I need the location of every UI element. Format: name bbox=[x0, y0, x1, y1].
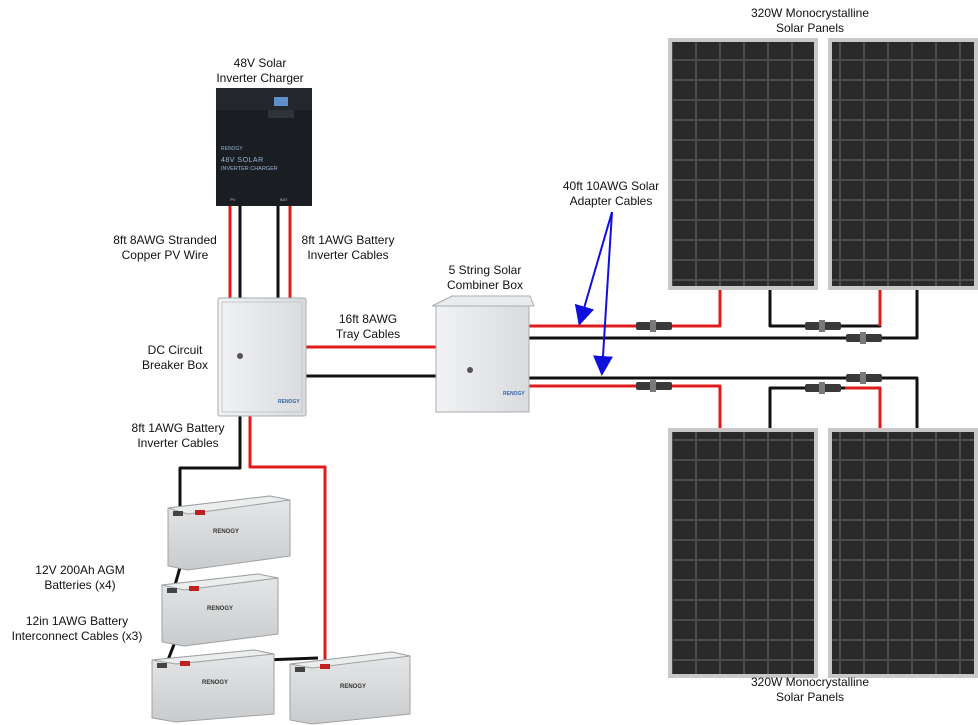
battery-cable-positive bbox=[248, 415, 327, 665]
battery-brand: RENOGY bbox=[340, 684, 366, 690]
inverter-subtitle: INVERTER CHARGER bbox=[221, 166, 278, 172]
solar-panel bbox=[668, 38, 818, 290]
battery-brand: RENOGY bbox=[213, 529, 239, 535]
adapter-callout-arrows bbox=[574, 211, 613, 376]
battery-brand: RENOGY bbox=[202, 680, 228, 686]
adapter-top-negative bbox=[528, 289, 919, 340]
breaker-brand: RENOGY bbox=[278, 399, 300, 405]
mc4-connectors bbox=[636, 320, 882, 394]
battery-brand: RENOGY bbox=[207, 606, 233, 612]
battery: RENOGY bbox=[167, 495, 291, 571]
inverter-battery-port: BAT bbox=[280, 197, 288, 202]
mc4-connector bbox=[846, 372, 882, 384]
battery: RENOGY bbox=[151, 649, 275, 723]
combiner-brand: RENOGY bbox=[503, 391, 525, 397]
mc4-connector bbox=[805, 382, 841, 394]
inverter-brand: RENOGY bbox=[221, 146, 243, 152]
mc4-connector bbox=[846, 332, 882, 344]
battery: RENOGY bbox=[289, 651, 411, 725]
battery-cable-negative bbox=[178, 415, 242, 515]
dc-breaker-box: RENOGY bbox=[217, 297, 307, 417]
inverter-charger: RENOGY 48V SOLAR INVERTER CHARGER PV BAT bbox=[216, 88, 312, 206]
battery: RENOGY bbox=[161, 573, 279, 647]
combiner-box: RENOGY bbox=[431, 295, 535, 413]
solar-panel bbox=[828, 428, 978, 678]
adapter-top-positive bbox=[528, 289, 722, 328]
inverter-pv-port: PV bbox=[230, 197, 236, 202]
solar-panel bbox=[668, 428, 818, 678]
mc4-connector bbox=[636, 320, 672, 332]
mc4-connector bbox=[636, 380, 672, 392]
panel-bottom-link-positive bbox=[845, 386, 882, 430]
adapter-bottom-positive bbox=[528, 384, 722, 430]
panel-bottom-link bbox=[768, 386, 882, 430]
inverter-model: 48V SOLAR bbox=[221, 157, 264, 164]
mc4-connector bbox=[805, 320, 841, 332]
adapter-bottom-negative bbox=[528, 376, 919, 430]
solar-panel bbox=[828, 38, 978, 290]
